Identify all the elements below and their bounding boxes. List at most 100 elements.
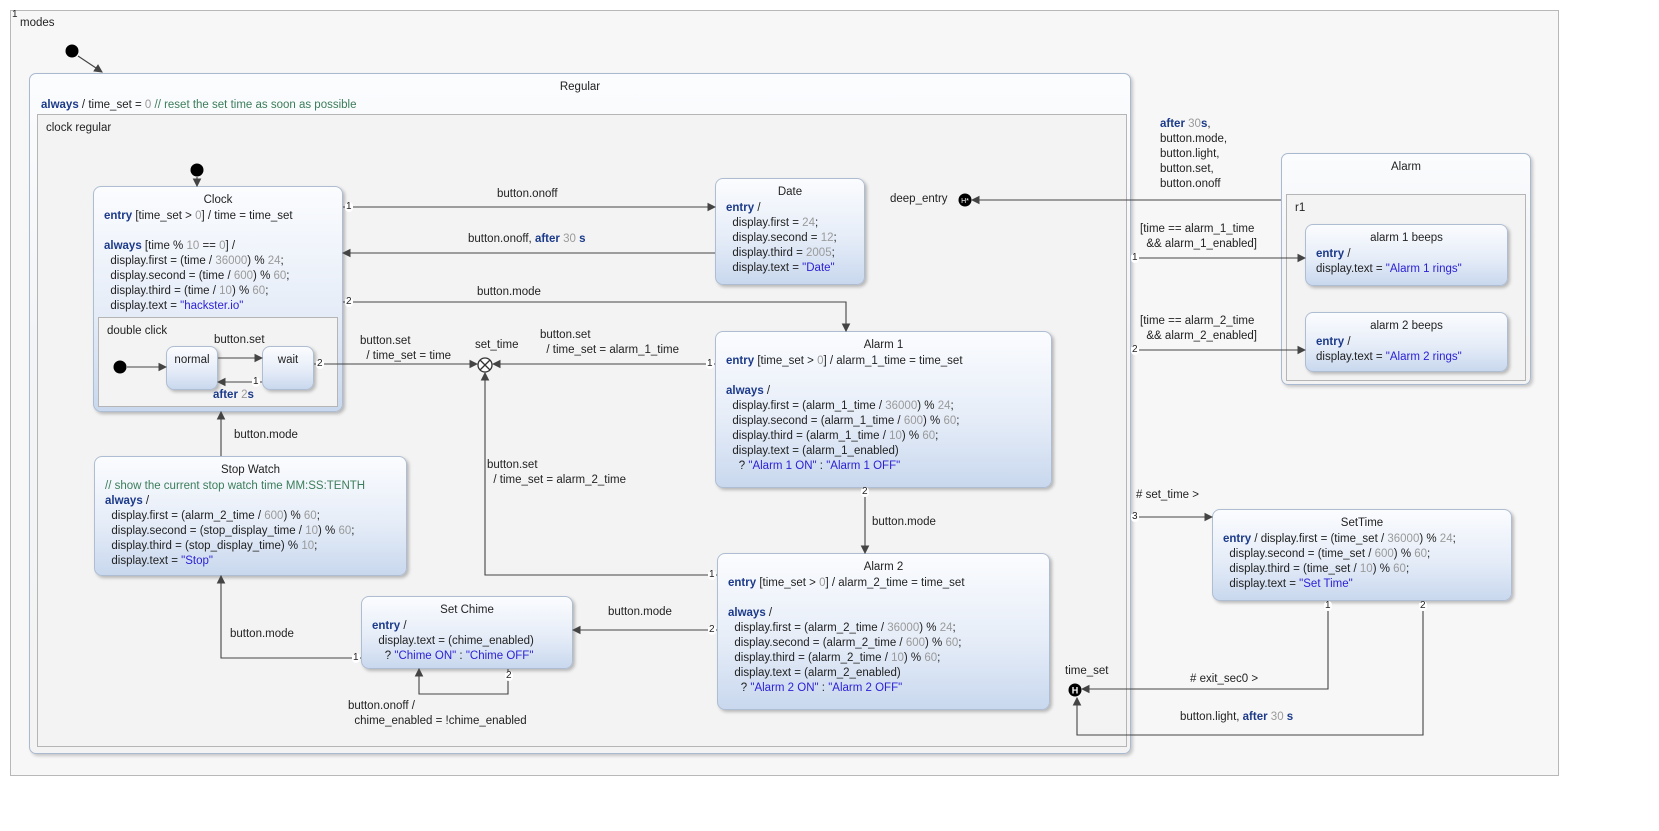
code-token: ) % bbox=[1393, 548, 1415, 560]
code-token: [time == alarm_2_time bbox=[1140, 315, 1255, 327]
code-token: 600 bbox=[264, 510, 284, 522]
transition-label[interactable]: button.set / time_set = alarm_2_time bbox=[487, 458, 626, 488]
transition-priority: 2 bbox=[345, 296, 353, 307]
deep-history-icon bbox=[958, 193, 972, 207]
transition-label[interactable]: button.onoff bbox=[497, 187, 558, 202]
code-token: 0 bbox=[195, 210, 202, 222]
code-token: display.second = (time / bbox=[104, 270, 234, 282]
code-line: ? "Alarm 1 ON" : "Alarm 1 OFF" bbox=[726, 459, 1051, 474]
code-token: 60 bbox=[303, 510, 317, 522]
choice-junction-cross bbox=[479, 359, 491, 371]
transition-label[interactable]: after 2s bbox=[213, 388, 254, 403]
state-name: alarm 1 beeps bbox=[1370, 232, 1443, 244]
transition-priority: 2 bbox=[1419, 600, 1427, 611]
code-token: ) % bbox=[1372, 563, 1394, 575]
code-token: 60 bbox=[924, 652, 938, 664]
transition-arrow bbox=[1080, 601, 1329, 694]
code-token: ; bbox=[956, 415, 960, 427]
transition-label[interactable]: button.onoff, after 30 s bbox=[468, 232, 585, 247]
code-line: display.text = "hackster.io" bbox=[104, 299, 342, 314]
code-token: 0 bbox=[819, 577, 826, 589]
state-normal[interactable]: normal bbox=[166, 346, 218, 390]
transition-label-line: [time == alarm_1_time bbox=[1140, 222, 1257, 237]
transition-label[interactable]: button.set / time_set = alarm_1_time bbox=[540, 328, 679, 358]
code-token: s bbox=[579, 233, 586, 245]
code-line: display.third = (alarm_1_time / 10) % 60… bbox=[726, 429, 1051, 444]
transition-label[interactable]: button.set bbox=[214, 333, 265, 348]
code-token: "hackster.io" bbox=[180, 300, 244, 312]
state-name: Set Chime bbox=[440, 604, 494, 616]
transition-label[interactable]: [time == alarm_1_time && alarm_1_enabled… bbox=[1140, 222, 1257, 252]
code-token: 24 bbox=[1439, 533, 1453, 545]
transition-label[interactable]: # set_time > bbox=[1136, 488, 1199, 503]
code-token: button.mode bbox=[608, 606, 672, 618]
code-token: ; bbox=[952, 622, 956, 634]
state-actions: entry [time_set > 0] / time = time_set a… bbox=[94, 207, 342, 314]
code-token: ) % bbox=[925, 637, 946, 649]
transition-label[interactable]: after 30s,button.mode,button.light,butto… bbox=[1160, 117, 1227, 192]
code-token: "Alarm 1 OFF" bbox=[826, 460, 901, 472]
transition-label[interactable]: button.mode bbox=[608, 605, 672, 620]
code-line: entry [time_set > 0] / alarm_1_time = ti… bbox=[726, 354, 1051, 369]
transition-label[interactable]: button.mode bbox=[234, 428, 298, 443]
transition-label-line: button.mode, bbox=[1160, 132, 1227, 147]
code-token: 10 bbox=[889, 430, 902, 442]
transition-label-line: # exit_sec0 > bbox=[1190, 672, 1258, 687]
transition-label[interactable]: button.onoff / chime_enabled = !chime_en… bbox=[348, 699, 527, 729]
transition-label[interactable]: button.set / time_set = time bbox=[360, 334, 451, 364]
code-token: / bbox=[754, 202, 761, 214]
state-actions: // show the current stop watch time MM:S… bbox=[95, 477, 406, 569]
code-token: ) % bbox=[901, 430, 923, 442]
code-token: 0 bbox=[219, 240, 226, 252]
state-wait[interactable]: wait bbox=[262, 346, 314, 390]
code-token: display.second = bbox=[726, 232, 821, 244]
code-token: button.set, bbox=[1160, 163, 1214, 175]
transition-label-line: button.mode bbox=[608, 605, 672, 620]
transition-label[interactable]: button.mode bbox=[230, 627, 294, 642]
state-name: Alarm bbox=[1390, 161, 1422, 173]
code-line: display.third = (time_set / 10) % 60; bbox=[1223, 562, 1511, 577]
code-token: s bbox=[247, 389, 254, 401]
transition-priority: 1 bbox=[708, 569, 716, 580]
code-token: 2 bbox=[241, 389, 248, 401]
state-actions: entry /display.text = "Alarm 1 rings" bbox=[1306, 245, 1507, 277]
code-line: display.second = (alarm_2_time / 600) % … bbox=[728, 636, 1049, 651]
transition-label[interactable]: button.light, after 30 s bbox=[1180, 710, 1293, 725]
code-line: display.second = (time / 600) % 60; bbox=[104, 269, 342, 284]
code-line: always / time_set = 0 // reset the set t… bbox=[30, 94, 1130, 113]
transition-label[interactable]: button.mode bbox=[477, 285, 541, 300]
code-token: 600 bbox=[903, 415, 923, 427]
code-line: entry [time_set > 0] / time = time_set bbox=[104, 209, 342, 224]
region-name: double click bbox=[107, 325, 168, 337]
transition-label[interactable]: [time == alarm_2_time && alarm_2_enabled… bbox=[1140, 314, 1257, 344]
code-token: display.first = (alarm_2_time / bbox=[728, 622, 888, 634]
history-symbol: H bbox=[1072, 686, 1079, 696]
code-token: ; bbox=[286, 270, 290, 282]
transition-label[interactable]: button.mode bbox=[872, 515, 936, 530]
code-line: display.text = "Alarm 2 rings" bbox=[1316, 350, 1507, 365]
code-token: always bbox=[105, 495, 143, 507]
state-name: Alarm 2 bbox=[863, 561, 904, 573]
state-stopwatch[interactable]: Stop Watch// show the current stop watch… bbox=[94, 456, 407, 576]
transition-label-line: # set_time > bbox=[1136, 488, 1199, 503]
code-token: display.text = bbox=[726, 262, 803, 274]
transition-label[interactable]: # exit_sec0 > bbox=[1190, 672, 1258, 687]
modes-label: modes bbox=[20, 17, 55, 29]
code-token: button.light, bbox=[1180, 711, 1243, 723]
code-token: display.first = (alarm_2_time / bbox=[105, 510, 265, 522]
code-token: "Alarm 2 OFF" bbox=[828, 682, 903, 694]
code-token: "Chime OFF" bbox=[465, 650, 534, 662]
transition-label-line: chime_enabled = !chime_enabled bbox=[348, 714, 526, 729]
code-token: ; bbox=[314, 540, 318, 552]
code-token: button.set bbox=[487, 459, 538, 471]
code-line: display.third = (time / 10) % 60; bbox=[104, 284, 342, 299]
code-line: always / bbox=[105, 494, 406, 509]
transition-label-line: button.mode bbox=[234, 428, 298, 443]
